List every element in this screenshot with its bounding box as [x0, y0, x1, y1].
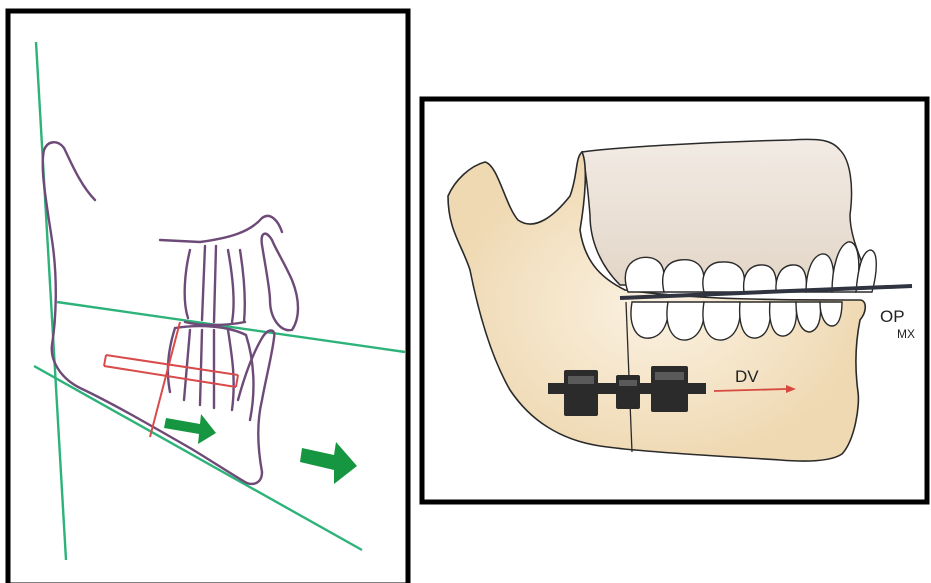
dv-label: DV	[735, 367, 759, 386]
left-panel-frame	[8, 11, 408, 583]
left-panel	[8, 11, 408, 583]
op-label: OP	[880, 307, 905, 326]
mx-subscript-label: MX	[897, 327, 915, 341]
right-panel: DV OP MX	[422, 99, 927, 502]
